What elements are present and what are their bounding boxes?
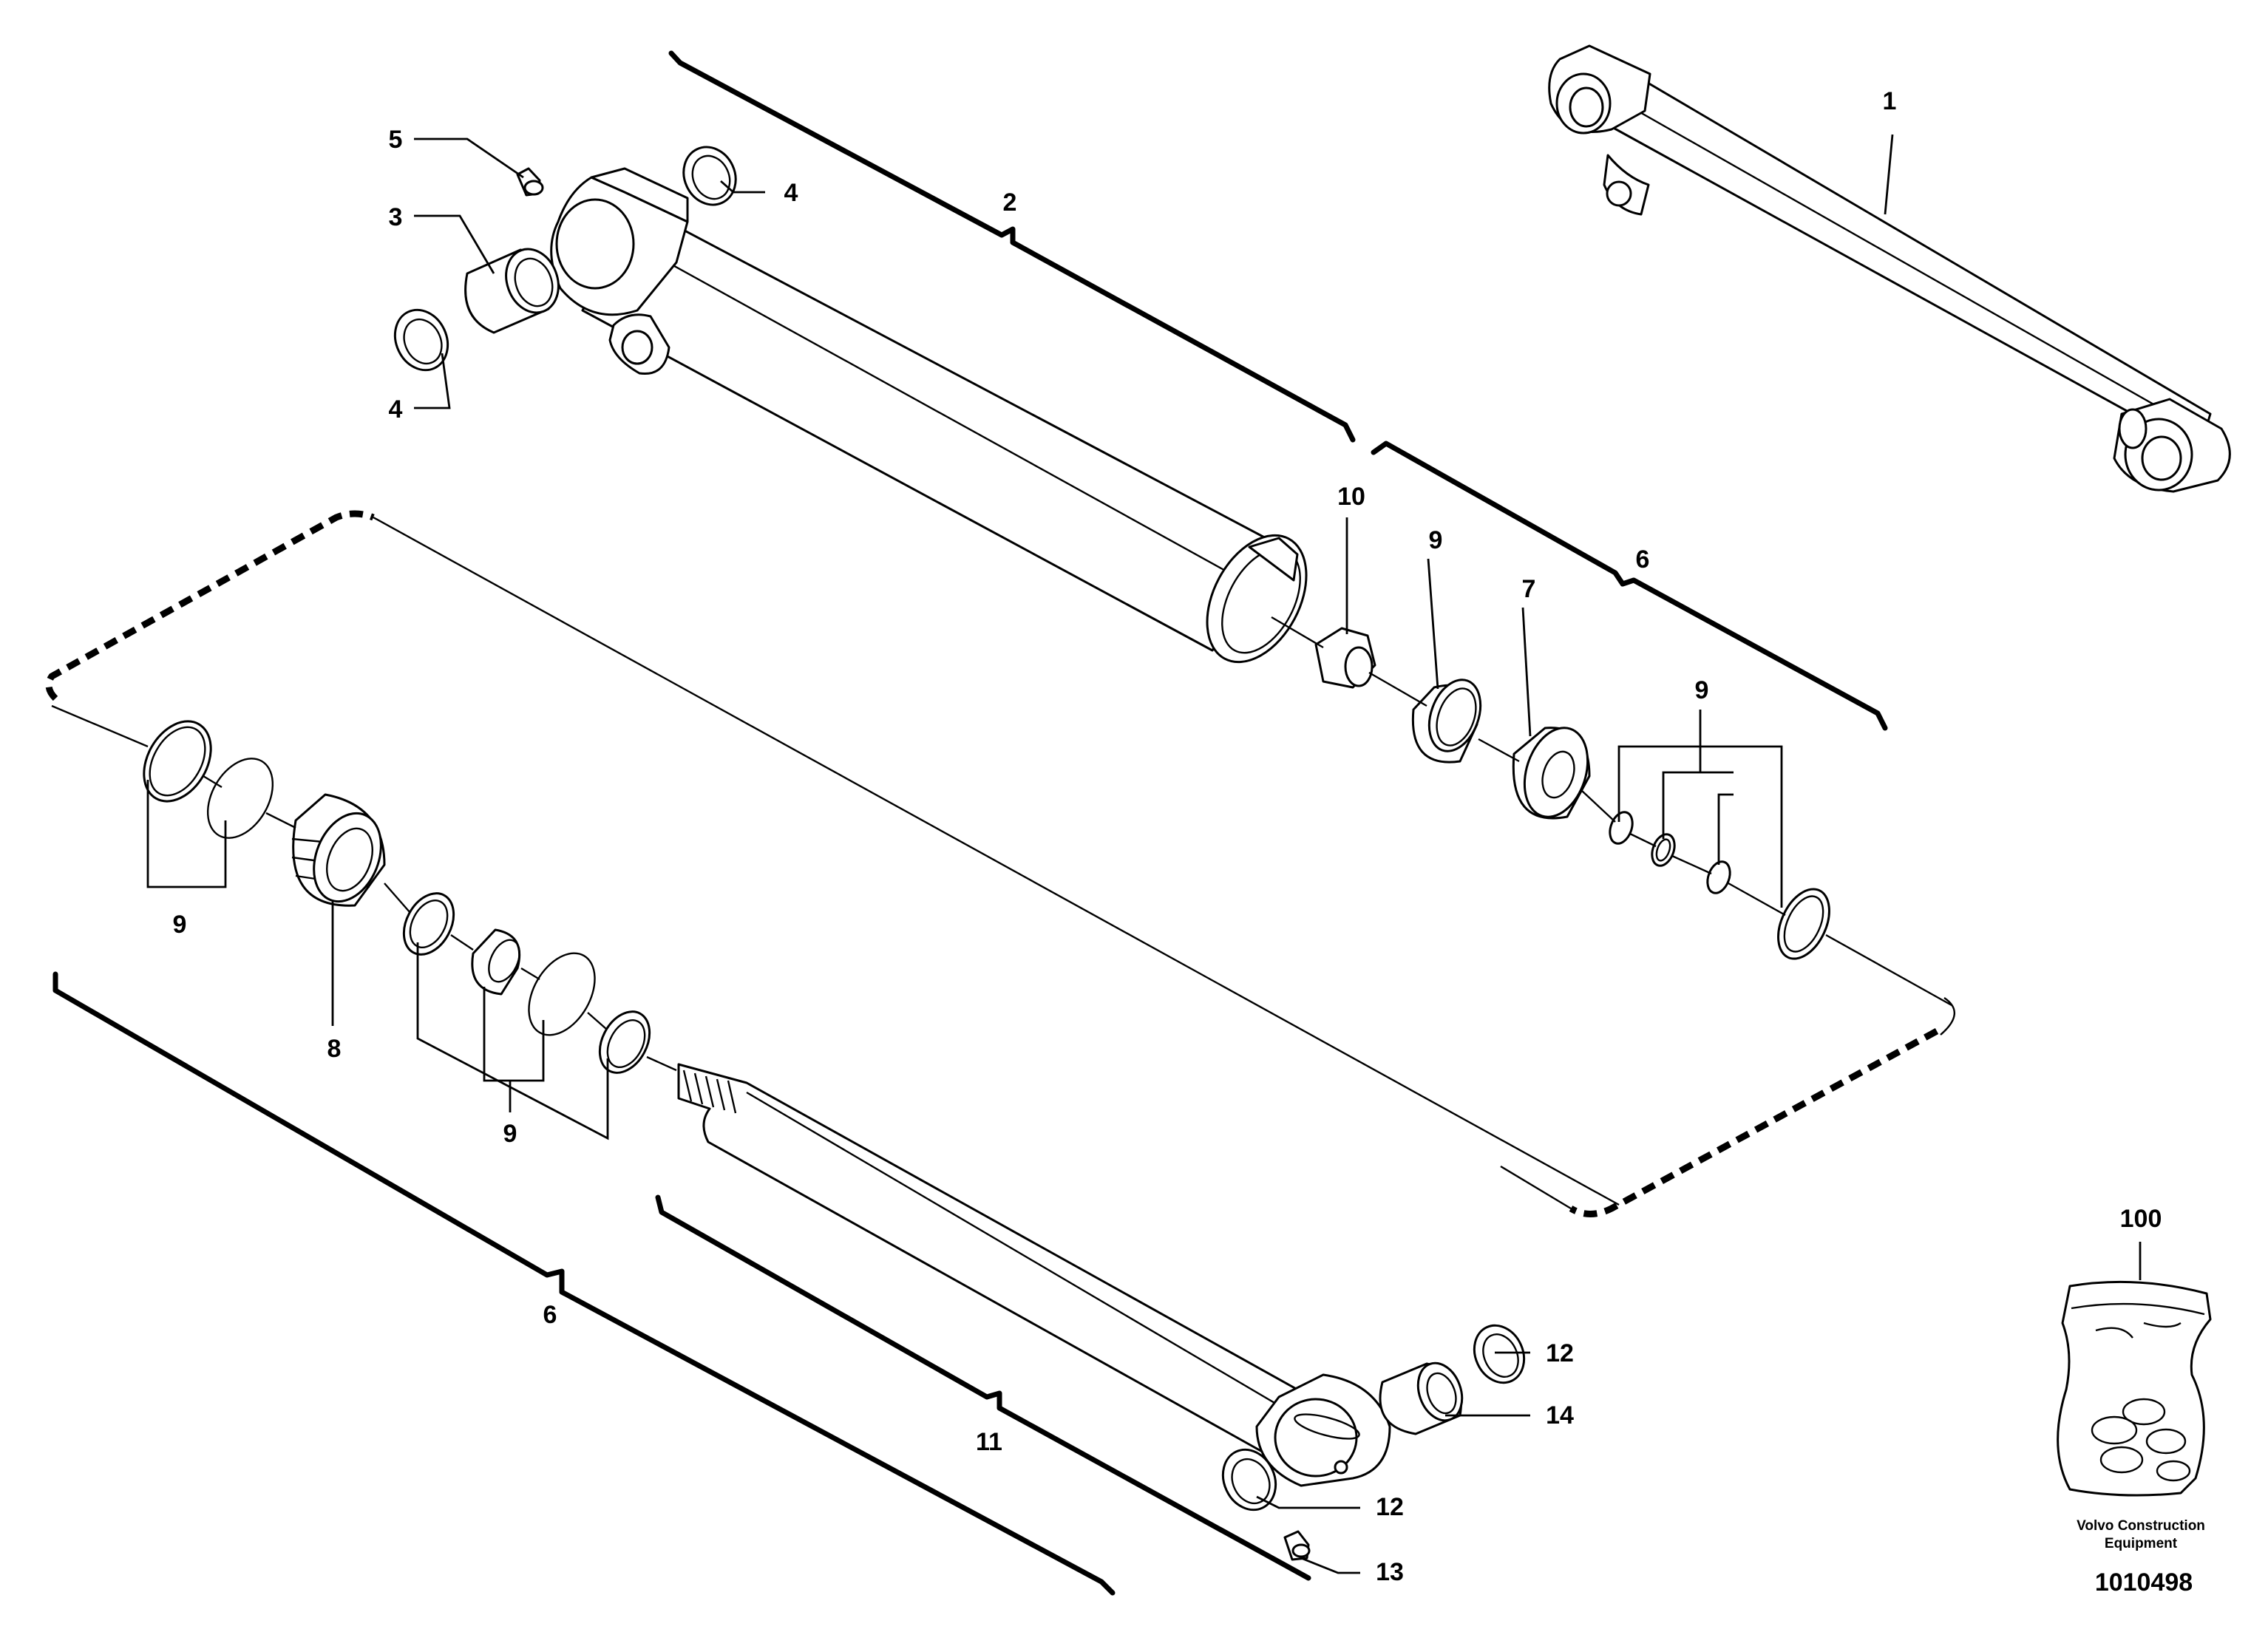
seal-ring-4-lower (393, 308, 449, 372)
callout-4-lower: 4 (389, 395, 403, 424)
o-ring-9c (528, 952, 596, 1036)
piston-seal-9c (1706, 860, 1731, 894)
guide-ring-9b (471, 928, 521, 996)
callout-10: 10 (1337, 483, 1365, 511)
wiper-ring-9d (598, 1010, 651, 1074)
grease-nipple-13 (1283, 1530, 1311, 1561)
cylinder-head-8 (291, 793, 386, 907)
piston-rod (677, 1063, 1391, 1487)
piston-seal-9d (1777, 888, 1830, 960)
brand-line-1: Volvo Construction (2077, 1518, 2205, 1534)
callout-2: 2 (1003, 188, 1017, 217)
seal-ring-12-upper (1473, 1324, 1526, 1384)
callout-3: 3 (389, 203, 403, 231)
rod-seal-9a (402, 892, 455, 956)
callout-100: 100 (2120, 1205, 2162, 1233)
callout-9-upper-right: 9 (1695, 676, 1709, 704)
wear-ring-9 (1411, 679, 1482, 764)
callout-13: 13 (1376, 1558, 1404, 1586)
callout-6-lower: 6 (543, 1301, 557, 1329)
callout-9-lower: 9 (503, 1120, 517, 1148)
grease-nipple-5 (516, 167, 544, 197)
complete-cylinder-assembly (1548, 44, 2231, 493)
callout-7: 7 (1522, 575, 1536, 603)
head-seal-9a (143, 720, 212, 803)
brand-line-2: Equipment (2105, 1536, 2178, 1551)
callout-14: 14 (1546, 1401, 1574, 1429)
bracket-6-lower (52, 971, 1116, 1596)
bushing-3 (464, 248, 560, 334)
bracket-11 (655, 1194, 1311, 1581)
callout-11: 11 (976, 1428, 1002, 1456)
callout-4-upper: 4 (784, 179, 798, 207)
bracket-6-upper (1371, 441, 1888, 731)
bushing-14 (1379, 1361, 1464, 1435)
callout-9-upper-left: 9 (1429, 526, 1443, 554)
piston-group-outline (45, 510, 1939, 1217)
callout-9-left: 9 (173, 911, 187, 939)
cylinder-tube (550, 167, 1308, 664)
piston-7 (1512, 727, 1591, 820)
callout-6-upper: 6 (1636, 545, 1650, 574)
document-number: 1010498 (2095, 1568, 2193, 1597)
bracket-2 (668, 50, 1356, 443)
callout-12-lower: 12 (1376, 1493, 1404, 1521)
lock-nut-10 (1314, 627, 1376, 689)
callout-5: 5 (389, 126, 403, 154)
callout-12-upper: 12 (1546, 1339, 1574, 1367)
callout-1: 1 (1883, 87, 1897, 115)
callout-8: 8 (327, 1035, 342, 1063)
seal-kit-bag (2057, 1280, 2212, 1497)
piston-seal-9a (1609, 811, 1634, 845)
